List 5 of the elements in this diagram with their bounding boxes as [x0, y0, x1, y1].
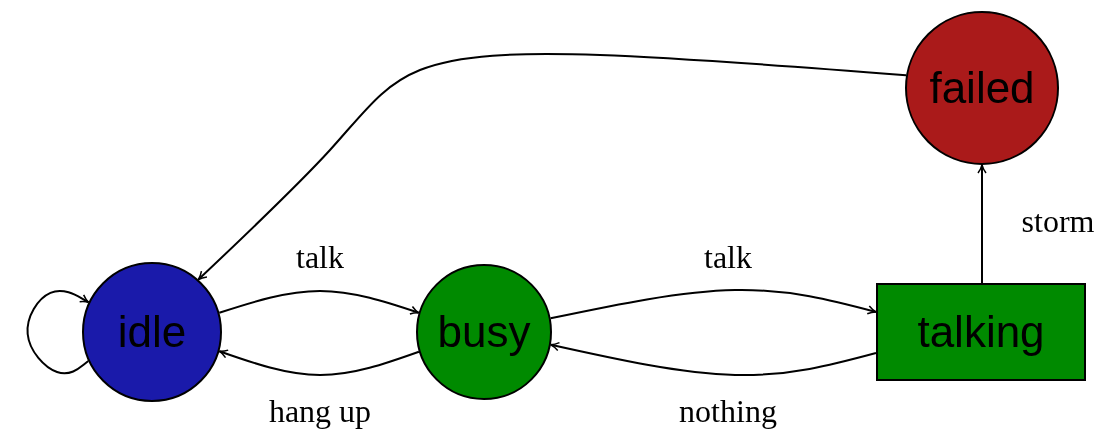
state-box [876, 283, 1086, 381]
state-label: talking [917, 307, 1045, 357]
state-label: idle [117, 307, 187, 357]
state-label: failed [929, 63, 1035, 113]
state-label: busy [437, 307, 531, 357]
